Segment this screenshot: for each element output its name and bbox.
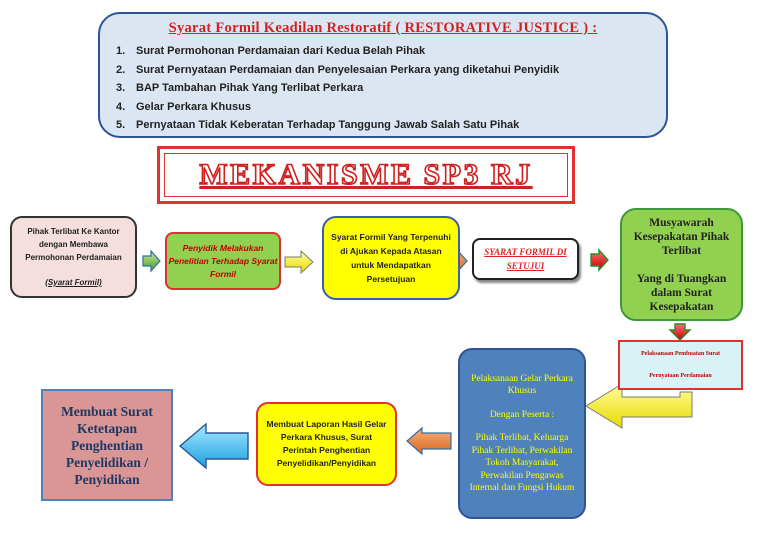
main-title-frame: MEKANISME SP3 RJ (157, 146, 575, 204)
step-special-case-hearing: Pelaksanaan Gelar Perkara Khusus Dengan … (458, 348, 586, 519)
step-text: Musyawarah Kesepakatan Pihak Terlibat (633, 216, 730, 257)
requirements-title: Syarat Formil Keadilan Restoratif ( REST… (168, 20, 598, 36)
step-participants: Pihak Terlibat, Keluarga Pihak Terlibat,… (469, 433, 575, 493)
step-text: Pihak Terlibat Ke Kantor (27, 227, 120, 236)
arrow-right-icon (590, 248, 609, 272)
requirement-item: 2.Surat Pernyataan Perdamaian dan Penyel… (116, 63, 560, 76)
step-text: Permohonan Perdamaian (25, 253, 122, 262)
step-subtitle: Dengan Peserta : (489, 409, 555, 420)
requirements-list: 1.Surat Permohonan Perdamaian dari Kedua… (116, 42, 559, 135)
step-note: (Syarat Formil) (45, 278, 102, 287)
requirement-item: 3.BAP Tambahan Pihak Yang Terlibat Perka… (116, 82, 364, 95)
step-investigator-review: Penyidik Melakukan Penelitian Terhadap S… (165, 232, 281, 290)
arrow-right-icon (284, 249, 314, 275)
step-text: Yang di Tuangkan dalam Surat Kesepakatan (636, 272, 727, 313)
step-report: Membuat Laporan Hasil Gelar Perkara Khus… (256, 402, 397, 486)
step-termination-decree: Membuat Surat Ketetapan Penghentian Peny… (41, 389, 173, 501)
step-submit-to-superior: Syarat Formil Yang Terpenuhi di Ajukan K… (322, 216, 460, 300)
step-apply-to-office: Pihak Terlibat Ke Kantor dengan Membawa … (10, 216, 137, 298)
step-peace-statement: Pelaksanaan Pembuatan Surat Pernyataan P… (618, 340, 743, 390)
step-approved: SYARAT FORMIL DI SETUJUI (472, 238, 579, 280)
step-title: Pelaksanaan Gelar Perkara Khusus (471, 373, 573, 397)
curved-arrow-icon (585, 383, 693, 429)
requirement-item: 5.Pernyataan Tidak Keberatan Terhadap Ta… (116, 119, 520, 132)
arrow-down-icon (668, 323, 692, 341)
requirement-item: 1.Surat Permohonan Perdamaian dari Kedua… (116, 45, 426, 57)
step-text: Pelaksanaan Pembuatan Surat (640, 351, 720, 357)
step-text: Membuat Laporan Hasil Gelar Perkara Khus… (266, 419, 387, 468)
step-deliberation: Musyawarah Kesepakatan Pihak Terlibat Ya… (620, 208, 743, 321)
step-text: Syarat Formil Yang Terpenuhi di Ajukan K… (331, 232, 451, 284)
step-text: SYARAT FORMIL DI SETUJUI (484, 247, 567, 271)
arrow-right-icon (142, 249, 161, 273)
step-text: Membuat Surat Ketetapan Penghentian Peny… (61, 403, 153, 487)
step-text: dengan Membawa (39, 240, 108, 249)
requirements-panel: Syarat Formil Keadilan Restoratif ( REST… (98, 12, 668, 138)
main-title: MEKANISME SP3 RJ (199, 157, 533, 192)
step-text: Pernyataan Perdamaian (649, 373, 712, 379)
requirement-item: 4.Gelar Perkara Khusus (116, 100, 251, 113)
main-title-inner: MEKANISME SP3 RJ (164, 153, 568, 197)
arrow-left-icon (406, 426, 452, 456)
arrow-left-icon (178, 422, 249, 470)
step-text: Penyidik Melakukan Penelitian Terhadap S… (168, 242, 278, 279)
